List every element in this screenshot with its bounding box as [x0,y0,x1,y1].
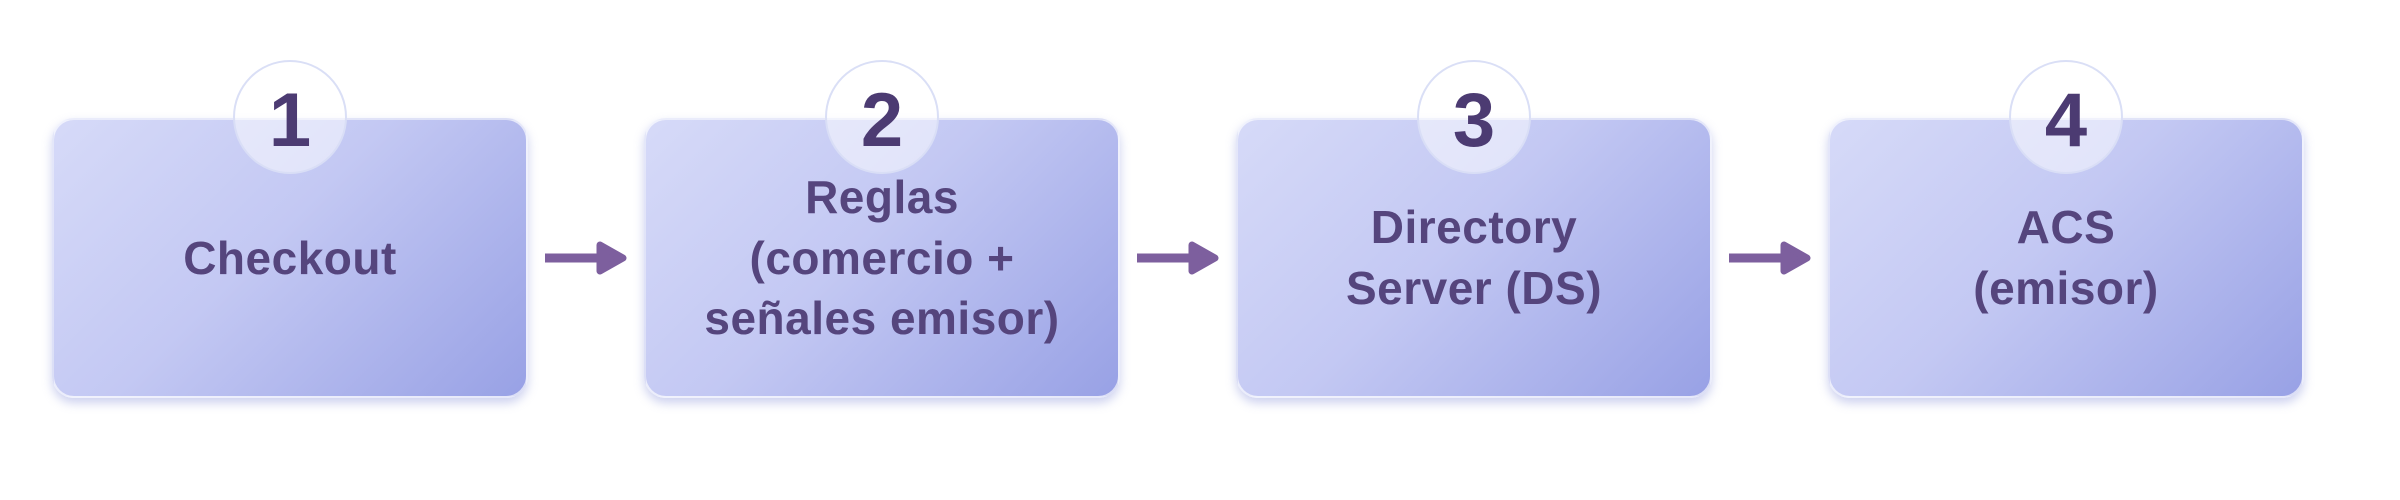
step-number-badge: 4 [2009,60,2123,174]
process-flow-diagram: 1 Checkout 2 Reglas (comercio + señales … [52,60,2304,398]
step-box-directory-server: 3 Directory Server (DS) [1236,60,1712,398]
step-number-badge: 3 [1417,60,1531,174]
step-number-badge: 2 [825,60,939,174]
step-number: 2 [860,77,904,163]
arrow-right-icon [545,241,627,275]
step-label: Checkout [183,231,397,284]
arrow-right-icon [1137,241,1219,275]
step-box-reglas: 2 Reglas (comercio + señales emisor) [644,60,1120,398]
flow-connector [528,118,644,398]
step-number: 1 [268,77,312,163]
step-label: ACS (emisor) [1973,201,2159,314]
step-box-acs: 4 ACS (emisor) [1828,60,2304,398]
step-number: 4 [2044,77,2088,163]
step-box-checkout: 1 Checkout [52,60,528,398]
flow-connector [1712,118,1828,398]
step-number-badge: 1 [233,60,347,174]
arrow-right-icon [1729,241,1811,275]
step-label: Directory Server (DS) [1345,201,1603,314]
step-label: Reglas (comercio + señales emisor) [704,170,1060,345]
flow-connector [1120,118,1236,398]
step-number: 3 [1452,77,1496,163]
